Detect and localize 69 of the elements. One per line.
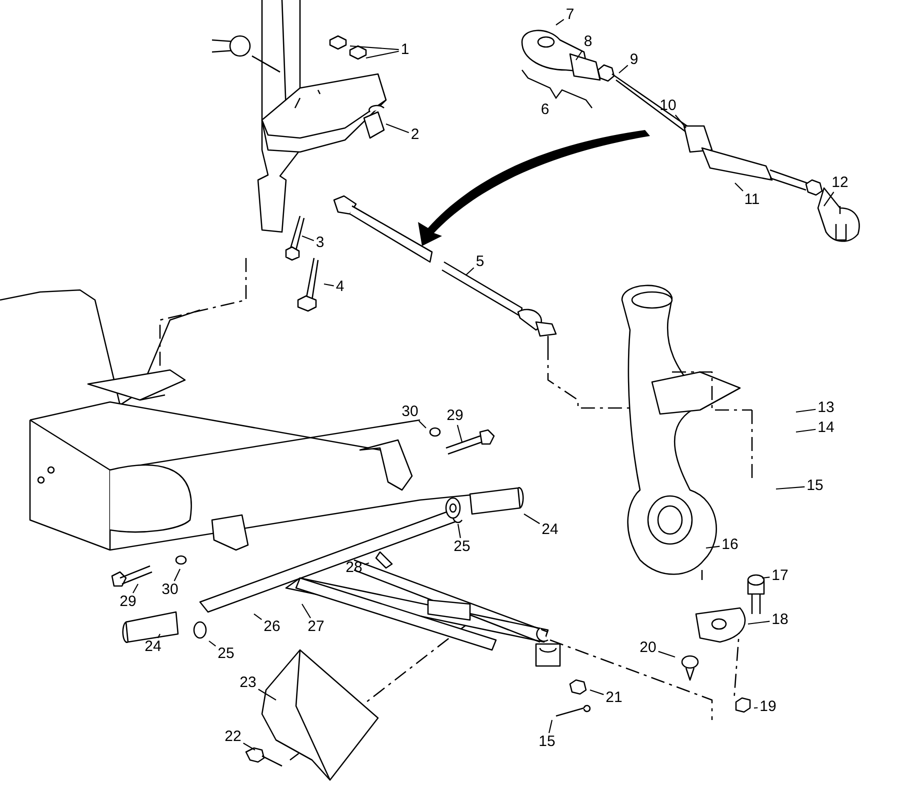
leader-line [324,283,334,286]
leader-line [466,267,474,276]
leader-line [456,424,463,442]
callout-number: 20 [638,640,658,656]
leader-line [302,604,311,618]
callout-number: 18 [770,612,790,628]
callout-number: 30 [400,404,420,420]
callout-number: 7 [564,7,576,23]
callout-number: 10 [658,98,678,114]
leader-line [674,114,686,128]
callout-number: 19 [758,699,778,715]
callout-number: 24 [540,522,560,538]
leader-line [576,50,582,60]
leader-line [556,18,564,26]
leader-line [457,524,461,538]
leader-line [418,420,426,428]
leader-line [157,634,160,638]
leader-line [174,568,180,582]
callout-number: 16 [720,537,740,553]
callout-number: 15 [538,734,556,750]
leader-line [824,192,834,206]
callout-number: 25 [216,646,236,662]
callout-number: 6 [540,102,550,118]
leader-line [386,123,410,134]
leader-line [254,614,262,620]
callout-number: 8 [582,34,594,50]
callout-number: 12 [830,175,850,191]
callout-number: 13 [816,400,836,416]
callout-number: 1 [400,42,410,58]
leader-line [796,408,816,413]
leader-line [524,514,540,524]
leader-line [302,235,314,242]
leader-line [748,620,770,625]
callout-number: 17 [770,568,790,584]
callout-number: 2 [410,127,420,143]
leader-line [208,640,216,647]
callout-number: 24 [144,639,162,655]
callout-number: 25 [452,539,472,555]
leader-line [258,688,276,700]
leader-line [590,689,604,696]
callout-number: 26 [262,619,282,635]
callout-number: 27 [306,619,326,635]
leader-line [548,720,553,734]
leader-line [796,428,816,433]
callout-number: 4 [334,279,346,295]
callout-number: 5 [474,254,486,270]
leader-line [366,50,399,59]
callout-number: 29 [446,408,464,424]
leader-line [618,64,628,74]
callout-number: 9 [628,52,640,68]
leader-line [776,486,805,490]
callout-number: 14 [816,420,836,436]
callout-number: 21 [604,690,624,706]
leader-line [734,182,744,192]
leader-line [762,576,770,579]
callout-number: 30 [160,582,180,598]
leader-line [243,742,256,750]
callout-number: 23 [238,675,258,691]
leader-line [658,650,676,658]
leader-line [132,584,138,594]
callout-number: 3 [314,235,326,251]
callout-number: 15 [806,478,824,494]
leader-line [364,562,370,566]
leader-line [706,546,720,549]
callout-number: 29 [118,594,138,610]
leader-line [350,45,399,50]
callout-number: 11 [743,192,761,208]
leader-line [754,707,758,709]
callout-number: 22 [224,729,242,745]
